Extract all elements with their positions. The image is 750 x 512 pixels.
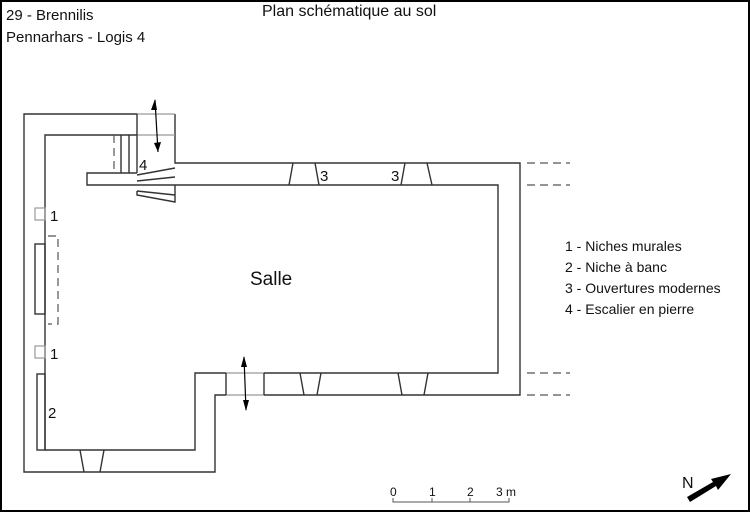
niche-bottom: [34, 345, 46, 359]
stair-platform: [86, 172, 175, 186]
opening-west-bottom: [79, 449, 105, 473]
legend: 1 - Niches murales 2 - Niche à banc 3 - …: [565, 236, 721, 320]
site-name: 29 - Brennilis: [6, 7, 94, 24]
legend-item: 3 - Ouvertures modernes: [565, 280, 721, 296]
outer-wall: [23, 113, 226, 473]
north-label: N: [682, 475, 694, 492]
north-arrow-icon: N: [682, 474, 731, 502]
marker-niche-bottom: 1: [50, 346, 58, 363]
opening-north-a: [288, 162, 320, 186]
scale-tick-0: 0: [390, 485, 397, 499]
plan-title: Plan schématique au sol: [262, 3, 437, 20]
scale-tick-2: 2: [467, 485, 474, 499]
inner-wall-east: [175, 184, 499, 374]
legend-item: 4 - Escalier en pierre: [565, 301, 695, 317]
scale-unit: m: [506, 485, 516, 499]
marker-opening-a: 3: [320, 168, 328, 185]
opening-north-b: [400, 162, 433, 186]
niche-bench: [36, 373, 46, 451]
marker-niche-top: 1: [50, 208, 58, 225]
marker-niche-bench: 2: [48, 405, 56, 422]
niche-top: [34, 207, 46, 221]
inner-wall: [44, 134, 226, 451]
legend-item: 1 - Niches murales: [565, 238, 682, 254]
opening-south-a: [299, 372, 322, 396]
door-direction-arrow: [241, 356, 249, 411]
legend-item: 2 - Niche à banc: [565, 259, 667, 275]
scale-bar: 0 1 2 3 m: [390, 485, 516, 503]
stair-direction-arrow: [151, 99, 161, 153]
niche-dashed: [48, 235, 59, 325]
building-name: Pennarhars - Logis 4: [6, 29, 146, 46]
marker-stair: 4: [139, 157, 147, 174]
scale-tick-3: 3: [496, 485, 503, 499]
niche-side: [34, 243, 46, 315]
marker-opening-b: 3: [391, 168, 399, 185]
room-label: Salle: [250, 269, 292, 290]
stair-steps: [136, 167, 176, 203]
opening-south-b: [397, 372, 429, 396]
scale-tick-1: 1: [429, 485, 436, 499]
outer-wall-east: [174, 114, 521, 396]
